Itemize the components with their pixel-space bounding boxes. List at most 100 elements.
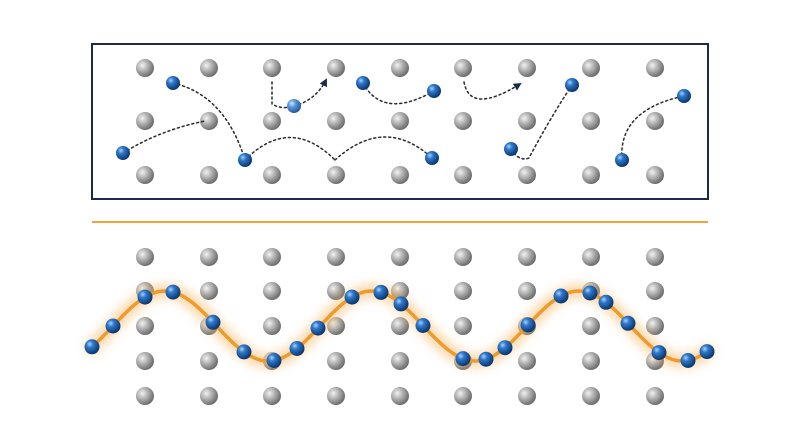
wave-particle [699,344,715,360]
lattice-atom [518,282,536,300]
wave-particle [310,320,326,336]
lattice-atom [454,282,472,300]
particle [166,76,180,90]
lattice-atom [391,352,409,370]
lattice-atom [454,248,472,266]
lattice-atom [263,166,281,184]
lattice-atom [136,317,154,335]
lattice-atom [136,166,154,184]
wave-particle [553,288,569,304]
bottom-lattice [136,248,664,405]
lattice-atom [582,387,600,405]
lattice-atom [391,112,409,130]
lattice-atom [327,352,345,370]
path-3 [244,136,336,161]
lattice-atom [518,352,536,370]
lattice-atom [391,387,409,405]
lattice-atom [454,112,472,130]
lattice-atom [327,59,345,77]
lattice-atom [327,387,345,405]
particle [565,78,579,92]
wave-particle [680,353,696,368]
path-8 [463,81,522,100]
lattice-atom [582,112,600,130]
lattice-atom [518,166,536,184]
particle [116,146,130,160]
lattice-atom [454,59,472,77]
lattice-atom [263,248,281,266]
lattice-atom [646,387,664,405]
lattice-atom [646,248,664,266]
wave-particle [84,339,100,355]
path-7 [362,82,435,105]
path-1 [122,120,206,154]
lattice-atom [646,317,664,335]
lattice-atom [391,59,409,77]
lattice-atom [582,352,600,370]
lattice-atom [582,166,600,184]
lattice-atom [263,112,281,130]
lattice-atom [136,112,154,130]
wave-particle [236,344,252,360]
wave-particle [266,353,282,368]
lattice-atom [582,248,600,266]
particle [615,153,629,167]
lattice-atom [518,387,536,405]
lattice-atom [200,166,218,184]
lattice-atom [518,59,536,77]
top-lattice [136,59,664,184]
lattice-atom [200,59,218,77]
lattice-atom [327,282,345,300]
lattice-atom [391,317,409,335]
particle [504,142,518,156]
particle [677,89,691,103]
lattice-atom [136,387,154,405]
lattice-atom [263,59,281,77]
lattice-atom [646,112,664,130]
wave-particle [620,315,636,331]
lattice-atom [327,248,345,266]
lattice-atom [454,317,472,335]
wave-particle [520,317,536,333]
lattice-atom [136,352,154,370]
path-6 [293,78,327,107]
particle-moving [287,99,301,113]
particle [356,76,370,90]
wave-particle [373,284,389,300]
wave-particle [165,284,181,300]
wave-particle [497,340,513,356]
lattice-atom [327,112,345,130]
lattice-atom [454,166,472,184]
particle [425,151,439,165]
wave-particle [598,294,614,310]
lattice-atom [263,317,281,335]
particle [238,153,252,167]
lattice-atom [646,59,664,77]
lattice-atom [391,248,409,266]
wave-particle [344,289,360,305]
lattice-atom [518,112,536,130]
lattice-atom [200,352,218,370]
path-4 [334,136,433,161]
lattice-atom [136,248,154,266]
lattice-atom [200,282,218,300]
lattice-atom [327,166,345,184]
lattice-atom [391,166,409,184]
diffusion-paths [122,78,685,161]
wave-particle [393,296,409,312]
lattice-atom [263,282,281,300]
path-9 [510,84,573,160]
wave-particle [105,318,121,334]
lattice-atom [454,387,472,405]
wave-particle [455,351,471,367]
lattice-atom [200,112,218,130]
wave-particle [289,341,305,356]
lattice-atom [263,387,281,405]
top-particles [116,76,691,167]
path-2 [172,82,246,161]
lattice-atom [646,166,664,184]
particle [427,84,441,98]
wave-particles [84,284,715,368]
